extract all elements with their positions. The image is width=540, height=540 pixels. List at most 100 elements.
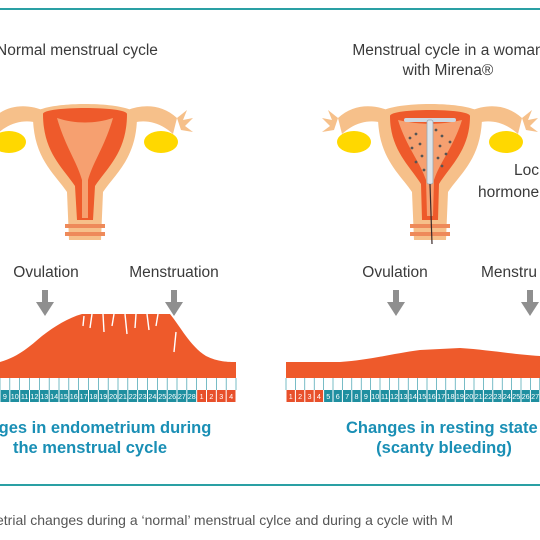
right-day-cell — [399, 390, 408, 402]
left-day-number: 14 — [50, 392, 58, 401]
right-side-label-line1: Loc — [514, 162, 539, 179]
left-day-cell — [39, 390, 49, 402]
left-day-number: 13 — [40, 392, 48, 401]
right-day-cell — [380, 390, 389, 402]
left-day-number: 16 — [70, 392, 78, 401]
left-day-cell — [10, 390, 20, 402]
right-uterus-illustration — [322, 104, 538, 245]
right-day-number: 19 — [456, 392, 464, 401]
right-day-cell — [286, 390, 295, 402]
right-day-number: 21 — [475, 392, 483, 401]
right-day-cell — [512, 390, 521, 402]
right-day-cell — [305, 390, 314, 402]
right-menstruation-label: Menstru — [481, 264, 537, 281]
right-day-cell — [502, 390, 512, 402]
left-day-number: 25 — [158, 392, 166, 401]
left-day-cell — [226, 390, 236, 402]
figure-caption: etrial changes during a ‘normal’ menstru… — [0, 512, 454, 528]
left-day-number: 19 — [99, 392, 107, 401]
right-day-cell — [530, 390, 540, 402]
left-day-number: 1 — [200, 392, 204, 401]
right-day-cell — [465, 390, 474, 402]
left-day-cell — [138, 390, 147, 402]
right-day-number: 11 — [381, 392, 388, 401]
right-day-cell — [314, 390, 324, 402]
right-day-number: 18 — [447, 392, 455, 401]
left-day-number: 11 — [21, 392, 28, 401]
right-day-cell — [361, 390, 371, 402]
left-day-number: 21 — [119, 392, 127, 401]
right-day-cell — [446, 390, 455, 402]
right-day-number: 23 — [494, 392, 502, 401]
right-day-number: 20 — [465, 392, 473, 401]
right-day-cell — [333, 390, 342, 402]
right-day-number: 1 — [289, 392, 293, 401]
right-day-number: 24 — [503, 392, 511, 401]
left-day-number: 2 — [209, 392, 213, 401]
right-day-cell — [295, 390, 305, 402]
left-day-cell — [108, 390, 118, 402]
right-day-cell — [521, 390, 530, 402]
left-day-cell — [30, 390, 39, 402]
right-day-number: 17 — [437, 392, 445, 401]
right-day-number: 5 — [326, 392, 330, 401]
right-day-number: 22 — [484, 392, 492, 401]
left-day-number: 3 — [219, 392, 223, 401]
left-day-number: 9 — [3, 392, 7, 401]
left-caption-line1: ges in endometrium during — [0, 419, 212, 437]
right-day-number: 3 — [308, 392, 312, 401]
right-day-number: 26 — [522, 392, 530, 401]
right-day-cell — [418, 390, 427, 402]
right-day-number: 7 — [345, 392, 349, 401]
left-day-number: 26 — [168, 392, 176, 401]
right-day-cell — [427, 390, 436, 402]
left-endometrium-glands — [82, 313, 177, 353]
left-day-cell — [59, 390, 69, 402]
left-day-cell — [216, 390, 226, 402]
left-day-cell — [197, 390, 206, 402]
left-menstruation-label: Menstruation — [129, 264, 219, 281]
right-day-cell — [371, 390, 380, 402]
left-day-number: 10 — [11, 392, 19, 401]
left-day-number: 20 — [109, 392, 117, 401]
right-title-line1: Menstrual cycle in a woman — [352, 42, 540, 59]
right-day-cell — [474, 390, 483, 402]
left-day-number: 4 — [229, 392, 233, 401]
right-day-number: 2 — [298, 392, 302, 401]
left-ovulation-label: Ovulation — [13, 264, 79, 281]
right-day-number: 15 — [418, 392, 426, 401]
top-rule — [0, 8, 540, 10]
left-day-cell — [98, 390, 108, 402]
right-day-number: 13 — [400, 392, 408, 401]
left-day-number: 17 — [80, 392, 88, 401]
left-day-cell — [79, 390, 88, 402]
left-day-cell — [0, 390, 10, 402]
left-day-cell — [207, 390, 216, 402]
right-day-cell — [493, 390, 502, 402]
left-day-number: 24 — [148, 392, 156, 401]
left-day-cell — [177, 390, 187, 402]
right-day-number: 12 — [390, 392, 398, 401]
right-day-number: 9 — [364, 392, 368, 401]
left-title: Normal menstrual cycle — [0, 42, 158, 59]
left-day-cell — [167, 390, 177, 402]
right-day-number: 14 — [409, 392, 417, 401]
left-day-cell — [49, 390, 59, 402]
left-day-cell — [148, 390, 157, 402]
left-day-cell — [157, 390, 167, 402]
right-day-cell — [436, 390, 446, 402]
phase-arrows — [36, 290, 539, 316]
right-day-cell — [455, 390, 465, 402]
left-day-number: 18 — [89, 392, 97, 401]
right-caption-line2: (scanty bleeding) — [376, 439, 512, 457]
left-day-number: 15 — [60, 392, 68, 401]
left-day-cell — [128, 390, 138, 402]
left-day-cell — [187, 390, 197, 402]
right-day-cell — [342, 390, 352, 402]
left-day-cell — [89, 390, 98, 402]
left-day-number: 12 — [30, 392, 38, 401]
left-uterus-illustration — [0, 104, 193, 240]
